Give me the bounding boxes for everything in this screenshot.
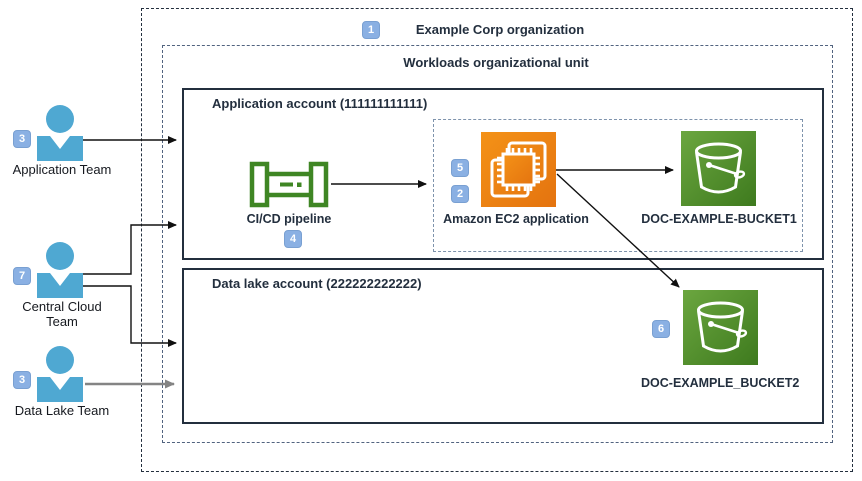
step-badge-2: 2 (451, 185, 469, 203)
data-lake-team-person-icon (37, 346, 83, 402)
data-lake-team-label: Data Lake Team (14, 403, 110, 418)
step-badge-1: 1 (362, 21, 380, 39)
step-badge-3-data-lake-team: 3 (13, 371, 31, 389)
cicd-pipeline-icon (249, 161, 329, 208)
s3-bucket1-icon (681, 131, 756, 206)
step-badge-6: 6 (652, 320, 670, 338)
ec2-label: Amazon EC2 application (443, 212, 589, 226)
bucket2-label: DOC-EXAMPLE_BUCKET2 (641, 376, 800, 390)
ou-title: Workloads organizational unit (403, 55, 589, 70)
central-cloud-team-label: Central Cloud Team (22, 299, 102, 329)
application-account-title: Application account (111111111111) (212, 96, 428, 111)
step-badge-4: 4 (284, 230, 302, 248)
cicd-pipeline-label: CI/CD pipeline (246, 212, 332, 226)
step-badge-5: 5 (451, 159, 469, 177)
step-badge-7: 7 (13, 267, 31, 285)
application-team-label: Application Team (12, 162, 112, 177)
s3-bucket2-icon (683, 290, 758, 365)
bucket1-label: DOC-EXAMPLE-BUCKET1 (641, 212, 797, 226)
application-team-person-icon (37, 105, 83, 161)
data-lake-account-title: Data lake account (222222222222) (212, 276, 422, 291)
central-cloud-team-person-icon (37, 242, 83, 298)
org-title: Example Corp organization (415, 22, 585, 37)
step-badge-3-application-team: 3 (13, 130, 31, 148)
ec2-icon (481, 132, 556, 207)
